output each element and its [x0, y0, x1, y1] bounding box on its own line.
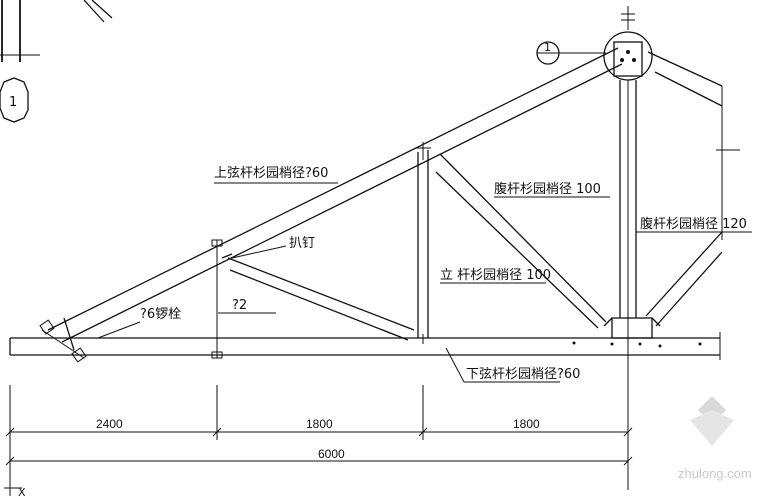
detail-marker-top: 1 — [536, 41, 606, 65]
right-rafter — [647, 51, 740, 240]
label-bolt: ?6锣栓 — [140, 307, 181, 322]
label-web-right: 腹杆杉园梢径 100 — [494, 181, 601, 197]
diagonal-web-right — [435, 153, 607, 329]
detail-marker-top-label: 1 — [544, 41, 551, 54]
left-bolt — [211, 239, 233, 359]
heel-bolt — [39, 317, 87, 363]
top-chord — [47, 47, 623, 343]
label-web-center: 腹杆杉园梢径 120 — [640, 216, 747, 232]
middle-vertical — [415, 142, 431, 344]
kingpost-foot — [572, 317, 702, 348]
label-bottom-chord: 下弦杆杉园梢径?60 — [466, 366, 580, 382]
dimensions — [5, 385, 633, 470]
detail-marker-left-label: 1 — [9, 95, 17, 110]
detail-marker-left: 1 — [0, 77, 29, 123]
bottom-chord — [9, 332, 721, 360]
diagonal-web-left — [227, 257, 415, 341]
watermark: zhulong.com — [678, 396, 752, 481]
top-left-fragment — [0, 0, 113, 62]
dim-seg2: 1800 — [306, 417, 333, 431]
label-vertical: 立 杆杉园梢径 100 — [440, 268, 551, 283]
dim-seg1: 2400 — [96, 417, 123, 431]
watermark-text: zhulong.com — [678, 466, 752, 481]
axis-x-label: X — [18, 486, 26, 499]
dim-total: 6000 — [318, 447, 345, 461]
right-web — [645, 231, 723, 327]
label-72: ?2 — [232, 298, 247, 313]
label-bolt-nail: 扒钉 — [289, 236, 315, 251]
dim-seg3: 1800 — [513, 417, 540, 431]
leader-lines — [97, 182, 752, 383]
label-top-chord: 上弦杆杉园梢径?60 — [214, 165, 328, 181]
axis-indicator: X — [4, 470, 26, 499]
